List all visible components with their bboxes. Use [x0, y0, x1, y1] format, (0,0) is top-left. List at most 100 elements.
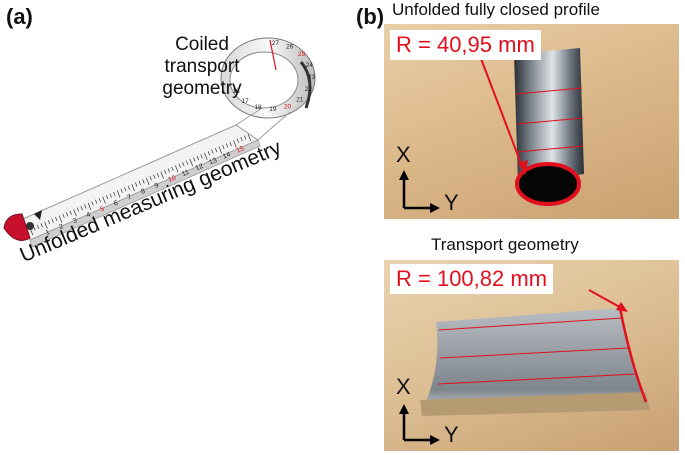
tape-tick [69, 210, 72, 215]
tape-tick [80, 205, 83, 211]
tape-tick [156, 173, 160, 178]
bottom-radius-arrowhead [616, 302, 628, 312]
tape-number: 1 [45, 229, 51, 237]
bottom-radius-label: R = 100,82 mm [390, 264, 554, 294]
tape-number: 6 [113, 200, 119, 208]
tape-tick [84, 204, 87, 209]
tape-tick [240, 137, 243, 142]
tape-number: 12 [195, 163, 205, 173]
tape-number: 25 [298, 51, 306, 58]
tape-number: 15 [235, 145, 245, 155]
tape-tick [164, 169, 167, 175]
tape-number: 10 [167, 175, 177, 185]
tape-tick [62, 213, 65, 219]
tape-coil [220, 37, 316, 119]
tape-tick [182, 162, 185, 167]
tape-ticks [29, 133, 252, 236]
top-radius-label: R = 40,95 mm [390, 30, 541, 60]
coil-caption-line-3: geometry [162, 78, 242, 99]
tape-number: 14 [222, 151, 232, 161]
tape-tick [47, 220, 51, 225]
tape-tick [102, 196, 106, 204]
tape-tick [171, 166, 174, 172]
bottom-axis-arrows [399, 404, 440, 445]
top-photo-title: Unfolded fully closed profile [392, 0, 600, 19]
tape-number: 18 [254, 104, 262, 111]
tape-tick [204, 152, 208, 160]
tape-number: 5 [99, 205, 105, 213]
tape-tick [160, 171, 164, 179]
closed-profile-tube [514, 48, 584, 206]
tape-number: 22 [305, 86, 313, 93]
top-radius-arrowhead [518, 160, 528, 174]
tape-tick [116, 190, 121, 198]
tape-number: 3 [72, 217, 78, 225]
tape-tick [51, 218, 54, 223]
tape-number: 2 [58, 223, 64, 231]
tape-number: 4 [86, 211, 92, 219]
tape-tick [66, 212, 69, 217]
tape-tick [167, 168, 170, 173]
tape-tick [109, 193, 112, 198]
tape-tick [44, 221, 48, 229]
tape-tick [131, 184, 135, 192]
tape-tick [236, 138, 240, 143]
bottom-photo-title: Transport geometry [431, 235, 579, 254]
tape-tick [76, 207, 80, 212]
bottom-photo: R = 100,82 mm X Y [384, 260, 679, 451]
tape-tick [193, 157, 196, 162]
tape-number: 20 [284, 103, 292, 110]
bottom-axis-x-label: X [396, 374, 411, 399]
tape-tick [244, 135, 247, 140]
tape-number: 24 [306, 62, 314, 69]
tape-tick [36, 224, 40, 229]
panel-a-label: (a) [6, 4, 33, 29]
tape-tick [145, 177, 150, 185]
tape-number: 7 [126, 194, 132, 202]
top-axis-x-label: X [396, 142, 411, 167]
tape-tick [127, 185, 131, 190]
top-axis-y-label: Y [444, 190, 459, 215]
top-axis-arrows [399, 170, 440, 213]
tape-number: 17 [242, 98, 250, 105]
tape-tick [214, 147, 218, 153]
tape-tick [40, 223, 43, 228]
tape-tick [178, 163, 181, 168]
tape-number: 13 [208, 157, 218, 167]
tape-tick [58, 215, 63, 223]
tape-tick [87, 202, 92, 211]
tape-tick [91, 201, 94, 206]
tape-tick [185, 160, 189, 165]
tape-tick [135, 182, 138, 187]
top-radius-pointer [479, 55, 526, 175]
tape-tick [149, 176, 152, 181]
tape-tick [142, 179, 145, 184]
tape-number: 9 [154, 182, 160, 190]
tape-tick [218, 146, 223, 154]
tape-tick [189, 158, 193, 167]
tape-tick [225, 143, 229, 148]
tape-tick [207, 151, 210, 156]
tape-tick [33, 226, 36, 231]
tape-tick [124, 187, 127, 192]
tape-tick [55, 216, 58, 222]
tape-number: 16 [232, 88, 240, 95]
coil-caption-line-2: transport [164, 56, 240, 77]
tape-tick [175, 165, 179, 173]
tape-number: 8 [140, 188, 146, 196]
tape-number: 23 [308, 74, 316, 81]
tape-tick [153, 174, 156, 179]
bottom-axis-y-label: Y [444, 422, 459, 447]
tape-number: 27 [272, 40, 280, 47]
tape-tick [229, 141, 232, 146]
transport-shell [420, 307, 650, 416]
tape-tick [233, 140, 237, 148]
tape-tick [120, 188, 123, 193]
tape-tick [73, 209, 77, 217]
tape-number: 19 [269, 106, 277, 113]
tape-hook [3, 210, 42, 241]
top-photo: R = 40,95 mm X Y [384, 24, 679, 219]
tape-number: 26 [286, 44, 294, 51]
